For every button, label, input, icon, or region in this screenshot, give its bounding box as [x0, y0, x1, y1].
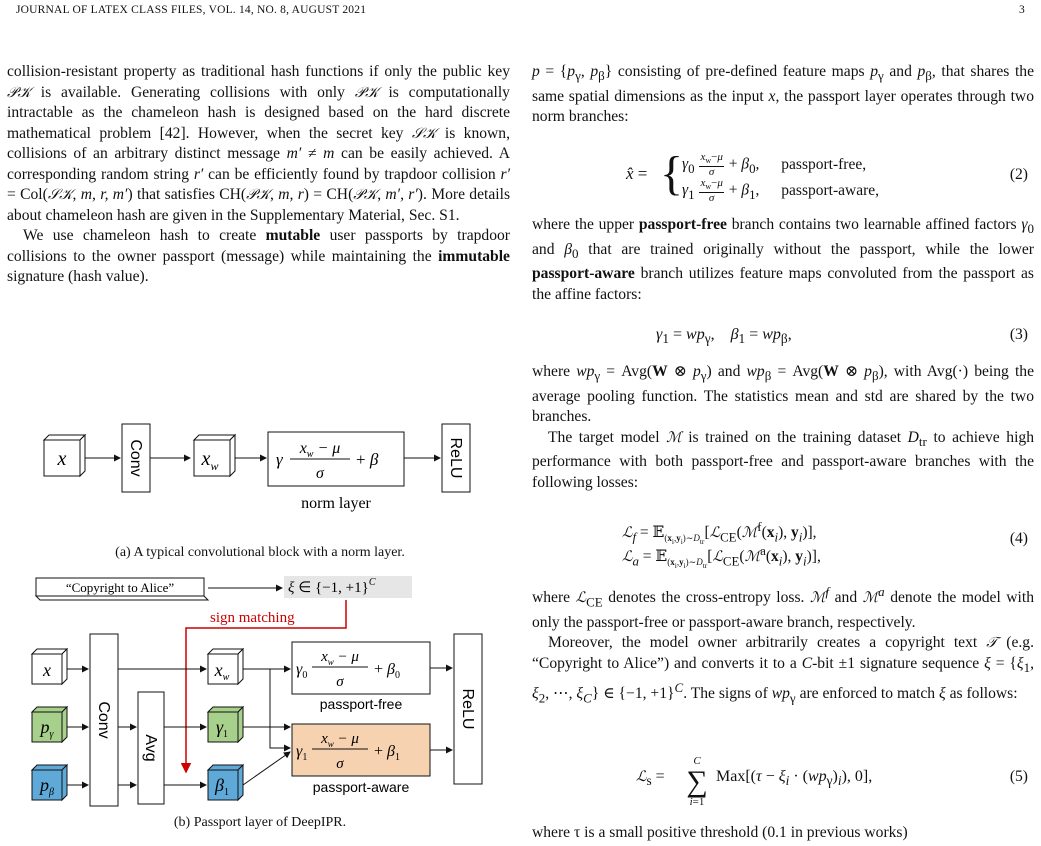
equation-number: (2): [1009, 166, 1028, 183]
xw-block: xw: [192, 433, 237, 478]
journal-title: JOURNAL OF LATEX CLASS FILES, VOL. 14, N…: [16, 4, 367, 16]
input-x-block: x: [30, 647, 69, 686]
sign-matching-label: sign matching: [210, 610, 295, 626]
figure-b-caption: (b) Passport layer of DeepIPR.: [173, 815, 347, 830]
svg-text:σ: σ: [336, 756, 344, 772]
paragraph: where τ is a small positive threshold (0…: [532, 824, 908, 841]
svg-text:+ β0: + β0: [374, 661, 400, 681]
left-column: collision-resistant property as traditio…: [7, 62, 510, 288]
paragraph: We use chameleon hash to create mutable …: [7, 227, 510, 285]
svg-text:+ β1: + β1: [374, 743, 400, 763]
avg-block: [137, 691, 165, 805]
svg-text:ξ ∈ {−1, +1}C: ξ ∈ {−1, +1}C: [288, 577, 376, 596]
right-column: p = {pγ, pβ} consisting of pre-defined f…: [532, 62, 1034, 128]
conv-label: Conv: [95, 701, 112, 738]
relu-block: [441, 423, 471, 493]
equation-number: (4): [1009, 530, 1028, 547]
figure-a-caption: (a) A typical convolutional block with a…: [115, 545, 405, 560]
input-x-block: x: [42, 433, 87, 478]
paragraph: where ℒCE denotes the cross-entropy loss…: [532, 584, 1035, 631]
copyright-text: “Copyright to Alice”: [66, 580, 175, 595]
svg-text:+ β: + β: [356, 450, 379, 469]
gamma1-block: γ1: [206, 705, 245, 744]
paragraph: The target model ℳ is trained on the tra…: [532, 428, 1035, 491]
conv-block: [89, 633, 119, 807]
paragraph: collision-resistant property as traditio…: [7, 63, 511, 224]
svg-text:γ: γ: [276, 450, 284, 469]
passport-aware-label: passport-aware: [313, 779, 410, 795]
equation-number: (5): [1009, 768, 1028, 785]
avg-label: Avg: [142, 734, 159, 761]
signature-box: [284, 576, 412, 598]
p-beta-block: pβ: [30, 763, 69, 802]
running-header: JOURNAL OF LATEX CLASS FILES, VOL. 14, N…: [16, 4, 1025, 16]
svg-text:xw − μ: xw − μ: [320, 731, 359, 749]
svg-text:x: x: [42, 660, 51, 680]
right-column-cont: where ℒCE denotes the cross-entropy loss…: [532, 582, 1034, 709]
passport-aware-box: [291, 723, 431, 777]
svg-text:γ1: γ1: [296, 743, 307, 763]
svg-text:xw − μ: xw − μ: [320, 649, 359, 667]
beta1-block: β1: [206, 763, 245, 802]
figure-b-diagram: “Copyright to Alice” ξ ∈ {−1, +1}C sign …: [30, 576, 483, 807]
svg-text:σ: σ: [336, 674, 344, 690]
passport-free-label: passport-free: [320, 696, 403, 712]
xw-block: xw: [206, 647, 245, 686]
right-column-cont: where wpγ = Avg(W ⊗ pγ) and wpβ = Avg(W …: [532, 362, 1034, 493]
passport-free-box: [291, 641, 431, 695]
equation-5: ℒs = C ∑ i=1 Max[(τ − ξi · (wpγ)i), 0], …: [636, 755, 1028, 808]
right-column-cont: where the upper passport-free branch con…: [532, 215, 1034, 305]
relu-label: ReLU: [459, 689, 476, 730]
equation-number: (3): [1009, 326, 1028, 343]
paragraph: where wpγ = Avg(W ⊗ pγ) and wpβ = Avg(W …: [532, 363, 1034, 426]
p-gamma-block: pγ: [30, 705, 69, 744]
paragraph: where the upper passport-free branch con…: [532, 216, 1034, 303]
figure-a-diagram: x Conv xw γ xw − μ σ + β norm layer ReLU: [42, 423, 471, 512]
svg-text:γ0: γ0: [296, 661, 307, 681]
right-column-cont: where τ is a small positive threshold (0…: [532, 823, 1034, 844]
norm-layer-label: norm layer: [301, 495, 371, 512]
conv-label: Conv: [127, 439, 144, 476]
relu-block: [453, 633, 483, 785]
page-number: 3: [1019, 4, 1025, 16]
conv-block: [121, 423, 151, 493]
paragraph: p = {pγ, pβ} consisting of pre-defined f…: [532, 63, 1035, 126]
relu-label: ReLU: [447, 438, 464, 479]
paragraph: Moreover, the model owner arbitrarily cr…: [532, 634, 1035, 706]
svg-text:σ: σ: [316, 465, 325, 482]
svg-text:x: x: [57, 448, 67, 470]
